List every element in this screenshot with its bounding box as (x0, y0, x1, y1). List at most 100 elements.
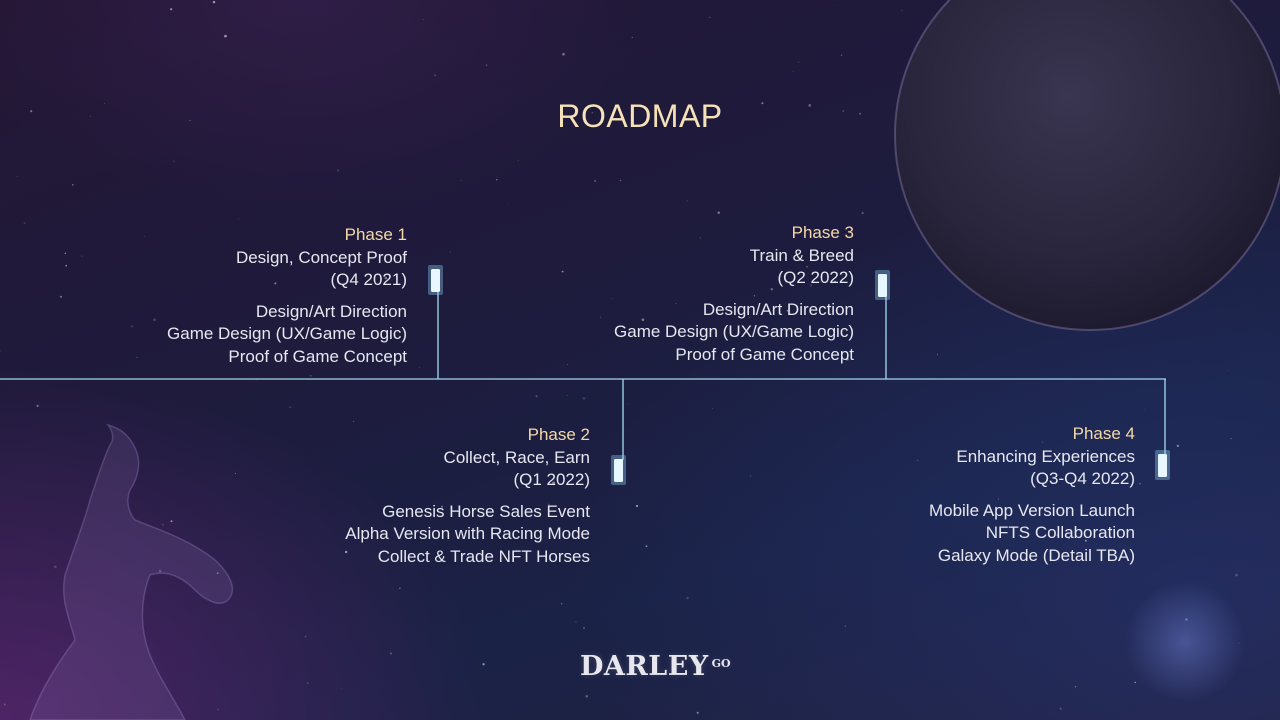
star (641, 318, 645, 321)
star (837, 5, 839, 6)
star (517, 159, 520, 162)
star (71, 184, 74, 186)
star (434, 74, 437, 77)
phase-name: Train & Breed (749, 245, 854, 265)
star (997, 498, 1000, 500)
star (399, 587, 401, 590)
star (547, 503, 551, 506)
star (215, 26, 217, 28)
star (675, 303, 677, 304)
phase-item: Game Design (UX/Game Logic) (167, 324, 407, 343)
phase-item: Alpha Version with Racing Mode (345, 524, 590, 543)
phase-item: Design/Art Direction (255, 301, 407, 321)
star (1235, 573, 1238, 577)
phase-3-marker (875, 270, 890, 300)
phase-1-marker (428, 265, 443, 295)
star (217, 708, 219, 711)
star (780, 276, 782, 278)
star (1041, 441, 1044, 444)
star (842, 109, 845, 113)
star (696, 711, 699, 714)
phase-title: Phase 2 (527, 425, 590, 444)
phase-item: Proof of Game Concept (675, 344, 854, 364)
star (0, 350, 1, 352)
phase-item: Genesis Horse Sales Event (382, 501, 590, 521)
star (631, 36, 633, 39)
star (585, 695, 589, 698)
phase-title: Phase 3 (791, 223, 854, 242)
phase-name: Enhancing Experiences (956, 446, 1135, 466)
star (566, 395, 568, 396)
star (384, 276, 388, 280)
star (136, 356, 138, 359)
star (1059, 707, 1062, 710)
star (23, 222, 26, 225)
star (307, 682, 309, 684)
logo-sup: GO (711, 657, 731, 670)
phase-3-block: Phase 3 Train & Breed (Q2 2022) Design/A… (614, 222, 854, 366)
moon (894, 0, 1280, 331)
horse-silhouette (29, 423, 234, 720)
star (917, 459, 919, 461)
star (846, 357, 849, 361)
star (482, 663, 485, 666)
star (53, 565, 57, 569)
star (611, 298, 613, 299)
star (566, 364, 568, 365)
phase-item: Collect & Trade NFT Horses (377, 546, 590, 566)
star (792, 71, 794, 72)
star (753, 295, 756, 297)
star (104, 103, 106, 105)
star (901, 10, 903, 11)
star (699, 237, 701, 239)
star (709, 16, 711, 18)
phase-period: (Q4 2021) (330, 270, 407, 289)
star (575, 621, 577, 623)
star (376, 718, 378, 720)
star (3, 703, 6, 706)
star (449, 251, 451, 253)
star (130, 325, 134, 328)
star (336, 169, 340, 172)
star (861, 211, 864, 215)
star (309, 374, 312, 377)
stars (0, 0, 1240, 720)
phase-item: Proof of Game Concept (228, 346, 407, 366)
star (289, 406, 292, 409)
star (485, 64, 488, 66)
page-title: ROADMAP (557, 98, 723, 134)
star (460, 179, 462, 181)
star (619, 179, 622, 182)
star (749, 317, 751, 318)
star (552, 481, 555, 485)
star (496, 179, 498, 181)
star (1230, 437, 1232, 440)
star (833, 280, 837, 283)
star (98, 634, 100, 635)
star (189, 119, 191, 122)
star (324, 341, 325, 342)
phase-title: Phase 4 (1072, 424, 1135, 443)
star (36, 404, 39, 407)
star (1074, 686, 1077, 688)
star (749, 475, 752, 477)
phase-period: (Q3-Q4 2022) (1030, 469, 1135, 488)
star (153, 318, 156, 322)
star (797, 61, 800, 63)
star (808, 104, 811, 107)
star (161, 523, 165, 526)
phase-period: (Q2 2022) (777, 268, 854, 287)
star (645, 545, 648, 548)
star (627, 403, 629, 405)
star (844, 625, 846, 627)
star (352, 253, 355, 255)
star (560, 602, 563, 605)
phase-title: Phase 1 (344, 225, 407, 244)
star (508, 204, 510, 205)
star (238, 218, 239, 220)
star (216, 572, 219, 575)
star (675, 678, 677, 680)
phase-name: Collect, Race, Earn (443, 447, 590, 467)
star (173, 160, 175, 162)
